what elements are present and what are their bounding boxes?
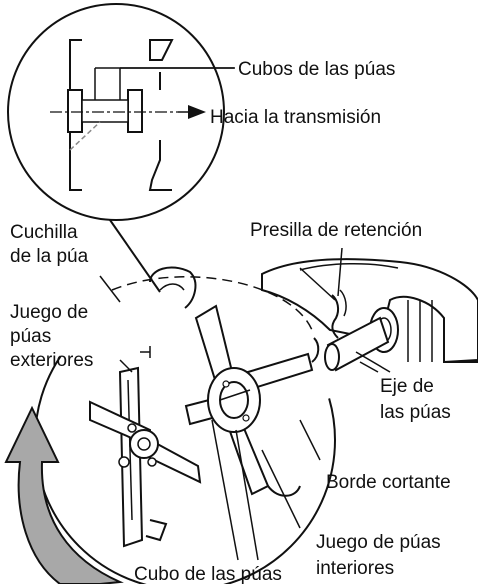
label-hubs: Cubos de las púas xyxy=(238,59,395,80)
label-outer-set-line2: púas xyxy=(10,326,51,347)
label-inner-set-line2: interiores xyxy=(316,558,394,579)
label-inner-set-line1: Juego de púas xyxy=(316,532,441,553)
diagram-labels: Cubos de las púas Hacia la transmisión C… xyxy=(10,59,451,584)
tine-shaft xyxy=(324,316,391,373)
label-outer-set-line1: Juego de xyxy=(10,302,88,323)
label-blade-line1: Cuchilla xyxy=(10,222,78,243)
label-shaft-line1: Eje de xyxy=(380,376,434,397)
label-shaft-line2: las púas xyxy=(380,402,451,423)
label-outer-set-line3: exteriores xyxy=(10,350,93,371)
outer-tine-set xyxy=(89,366,202,548)
label-retaining-clip: Presilla de retención xyxy=(250,220,422,241)
label-cutting-edge: Borde cortante xyxy=(326,472,451,493)
detail-inset xyxy=(7,3,235,293)
label-blade-line2: de la púa xyxy=(10,246,89,267)
rotation-arrow xyxy=(4,405,124,584)
label-toward-transmission: Hacia la transmisión xyxy=(210,107,381,128)
leader-lines xyxy=(99,67,379,561)
label-hub: Cubo de las púas xyxy=(134,564,282,584)
inner-tine-set xyxy=(184,304,320,497)
